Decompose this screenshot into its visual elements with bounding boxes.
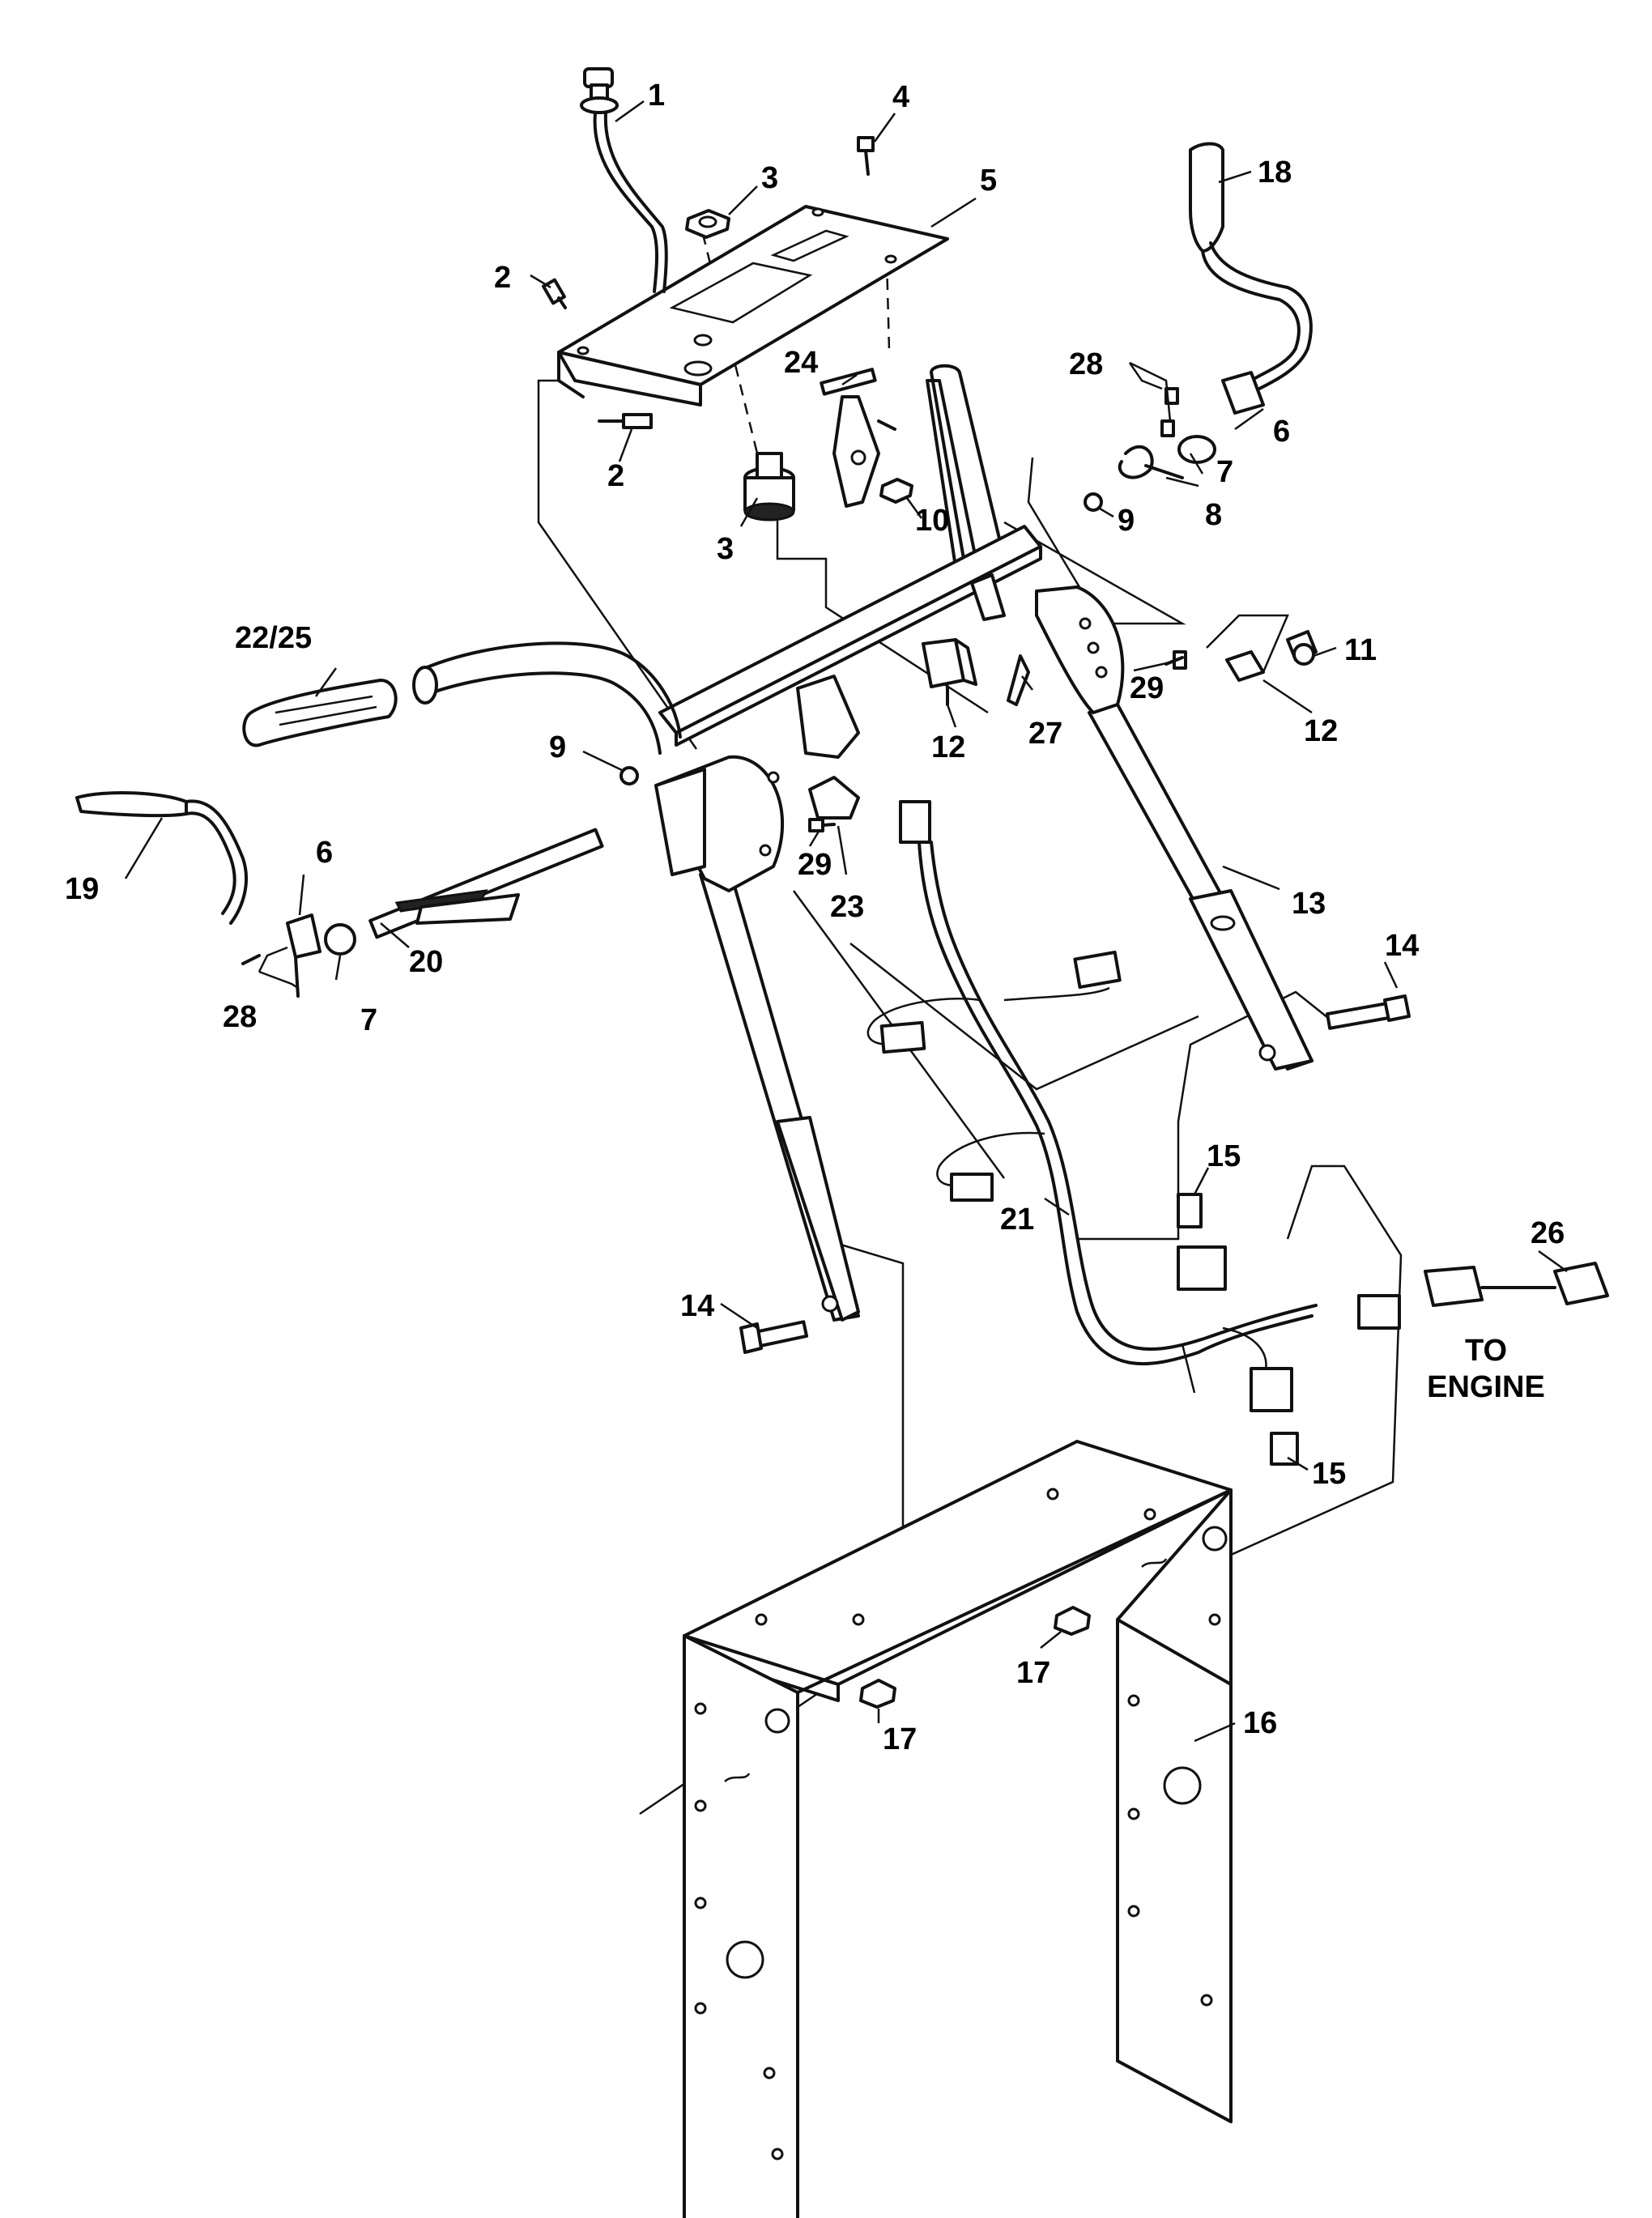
callout-27: 27: [1028, 717, 1062, 751]
handle-grip: [242, 679, 398, 747]
frame-nuts: [724, 1558, 1168, 1782]
callout-19: 19: [65, 872, 99, 906]
callout-29-left: 29: [798, 848, 832, 882]
callout-29-right: 29: [1130, 671, 1164, 705]
to-engine-note: TO ENGINE: [1427, 1334, 1545, 1404]
callout-6-right: 6: [1273, 415, 1290, 449]
callout-7-left: 7: [360, 1003, 377, 1037]
interlock-switch: [1164, 630, 1318, 682]
callout-8: 8: [1205, 498, 1222, 532]
relay: [922, 638, 977, 706]
callout-15-bottom: 15: [1312, 1457, 1346, 1491]
callout-18: 18: [1258, 155, 1292, 189]
callout-22-25: 22/25: [235, 621, 312, 655]
callout-7-right: 7: [1216, 455, 1233, 489]
callout-labels: 1 2 2 3 3 4 5 6 6 7 7 8 9 9 10 11 12 12 …: [65, 79, 1565, 1756]
callout-2-top: 2: [494, 261, 511, 295]
right-lever-assembly: [1084, 142, 1313, 512]
callout-24: 24: [784, 346, 818, 380]
callout-14-right: 14: [1385, 929, 1419, 963]
callout-13: 13: [1292, 887, 1326, 921]
lever-bracket: [808, 776, 860, 832]
washer: [620, 766, 639, 785]
wire-harness: [866, 800, 1609, 1466]
leader-lines: [124, 100, 1568, 1743]
note-line-1: TO: [1465, 1334, 1507, 1368]
callout-9-left: 9: [549, 730, 566, 764]
note-line-2: ENGINE: [1427, 1370, 1545, 1404]
control-panel: [557, 205, 949, 407]
shift-bracket: [820, 368, 913, 508]
callout-17-right: 17: [1016, 1656, 1050, 1690]
callout-6-left: 6: [316, 836, 333, 870]
callout-20: 20: [409, 945, 443, 979]
callout-9-right: 9: [1118, 504, 1135, 538]
side-plates: [654, 573, 1125, 892]
callout-28-right: 28: [1069, 347, 1103, 381]
callout-3-bottom: 3: [717, 532, 734, 566]
callout-10: 10: [915, 504, 949, 538]
callout-28-left: 28: [223, 1000, 257, 1034]
callout-11: 11: [1344, 633, 1377, 667]
callout-17-left: 17: [883, 1722, 917, 1756]
callout-26: 26: [1531, 1216, 1565, 1250]
callout-12-center: 12: [931, 730, 965, 764]
screws-panel: [542, 136, 875, 429]
callout-23: 23: [830, 890, 864, 924]
callout-5: 5: [980, 164, 997, 198]
callout-2-bottom: 2: [607, 459, 624, 493]
callout-3-top: 3: [761, 161, 778, 195]
callout-16: 16: [1243, 1706, 1277, 1740]
left-lever-assembly: [75, 790, 604, 998]
handle-frame: [412, 364, 1314, 1322]
callout-14-left: 14: [680, 1289, 714, 1323]
callout-12-right: 12: [1304, 714, 1338, 748]
bolts: [739, 994, 1411, 1354]
callout-1: 1: [648, 79, 665, 113]
callout-15-top: 15: [1207, 1139, 1241, 1173]
choke-cable: [580, 67, 668, 293]
callout-4: 4: [892, 80, 909, 114]
callout-21: 21: [1000, 1203, 1034, 1237]
lower-frame: [683, 1440, 1233, 2218]
